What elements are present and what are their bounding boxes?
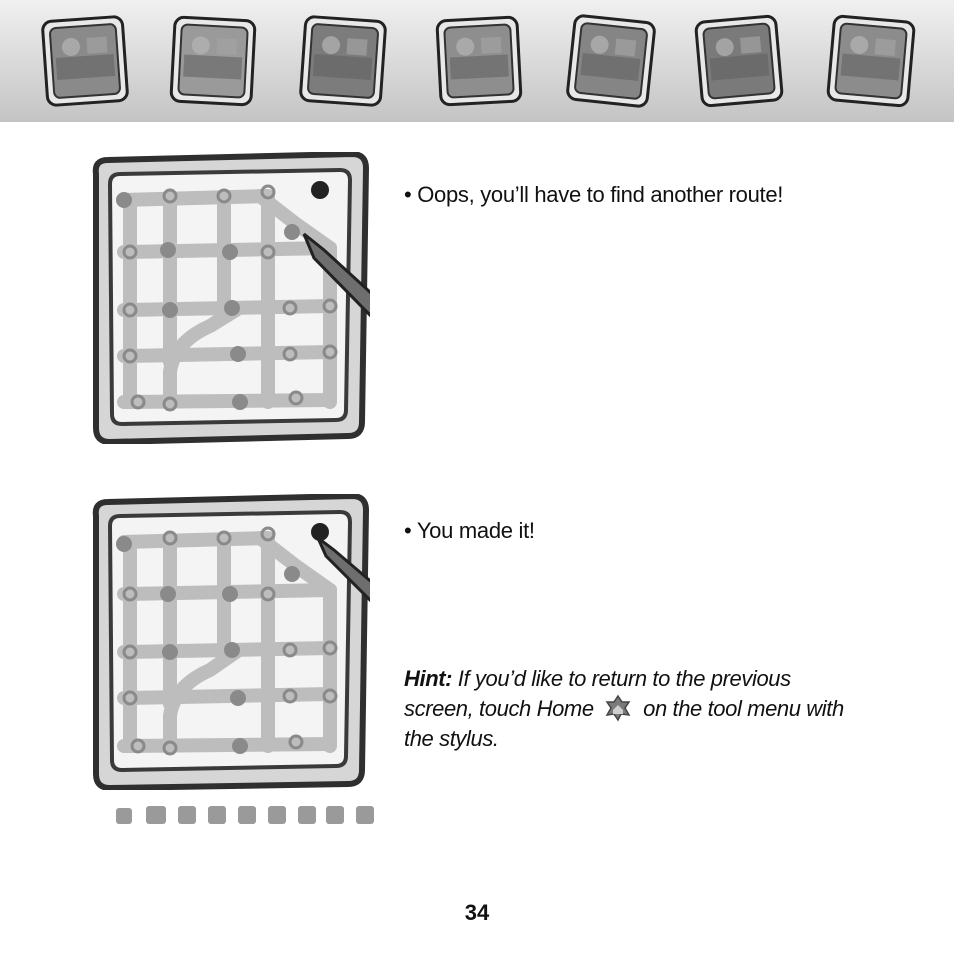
step-2-text: • You made it! <box>404 518 535 543</box>
page-number: 34 <box>464 900 490 925</box>
step-1-text: • Oops, you’ll have to find another rout… <box>404 182 784 207</box>
route-dots <box>116 536 300 754</box>
header-thumb-4 <box>434 14 525 108</box>
stylus-1 <box>302 232 370 318</box>
home-icon <box>603 694 633 722</box>
hint-text-before: If you’d like to return to the previous … <box>404 666 791 721</box>
tool-menu-strip <box>116 806 374 824</box>
header-thumb-6 <box>692 12 786 109</box>
header-thumb-1 <box>39 13 131 109</box>
hint-text-after: on the tool menu with the stylus. <box>404 696 844 751</box>
header-thumb-5 <box>564 12 659 110</box>
header-thumb-2 <box>168 14 259 108</box>
screen-illustration-1 <box>90 152 370 444</box>
header-thumb-7 <box>824 12 918 109</box>
header-thumb-3 <box>297 13 389 109</box>
maze-screen-2 <box>92 494 370 790</box>
stylus-2 <box>314 533 370 603</box>
hint-paragraph: Hint: If you’d like to return to the pre… <box>404 664 844 754</box>
hint-label: Hint: <box>404 666 453 691</box>
route-dots <box>116 192 300 410</box>
maze-screen-1 <box>92 152 370 444</box>
screen-illustration-2 <box>90 494 370 790</box>
